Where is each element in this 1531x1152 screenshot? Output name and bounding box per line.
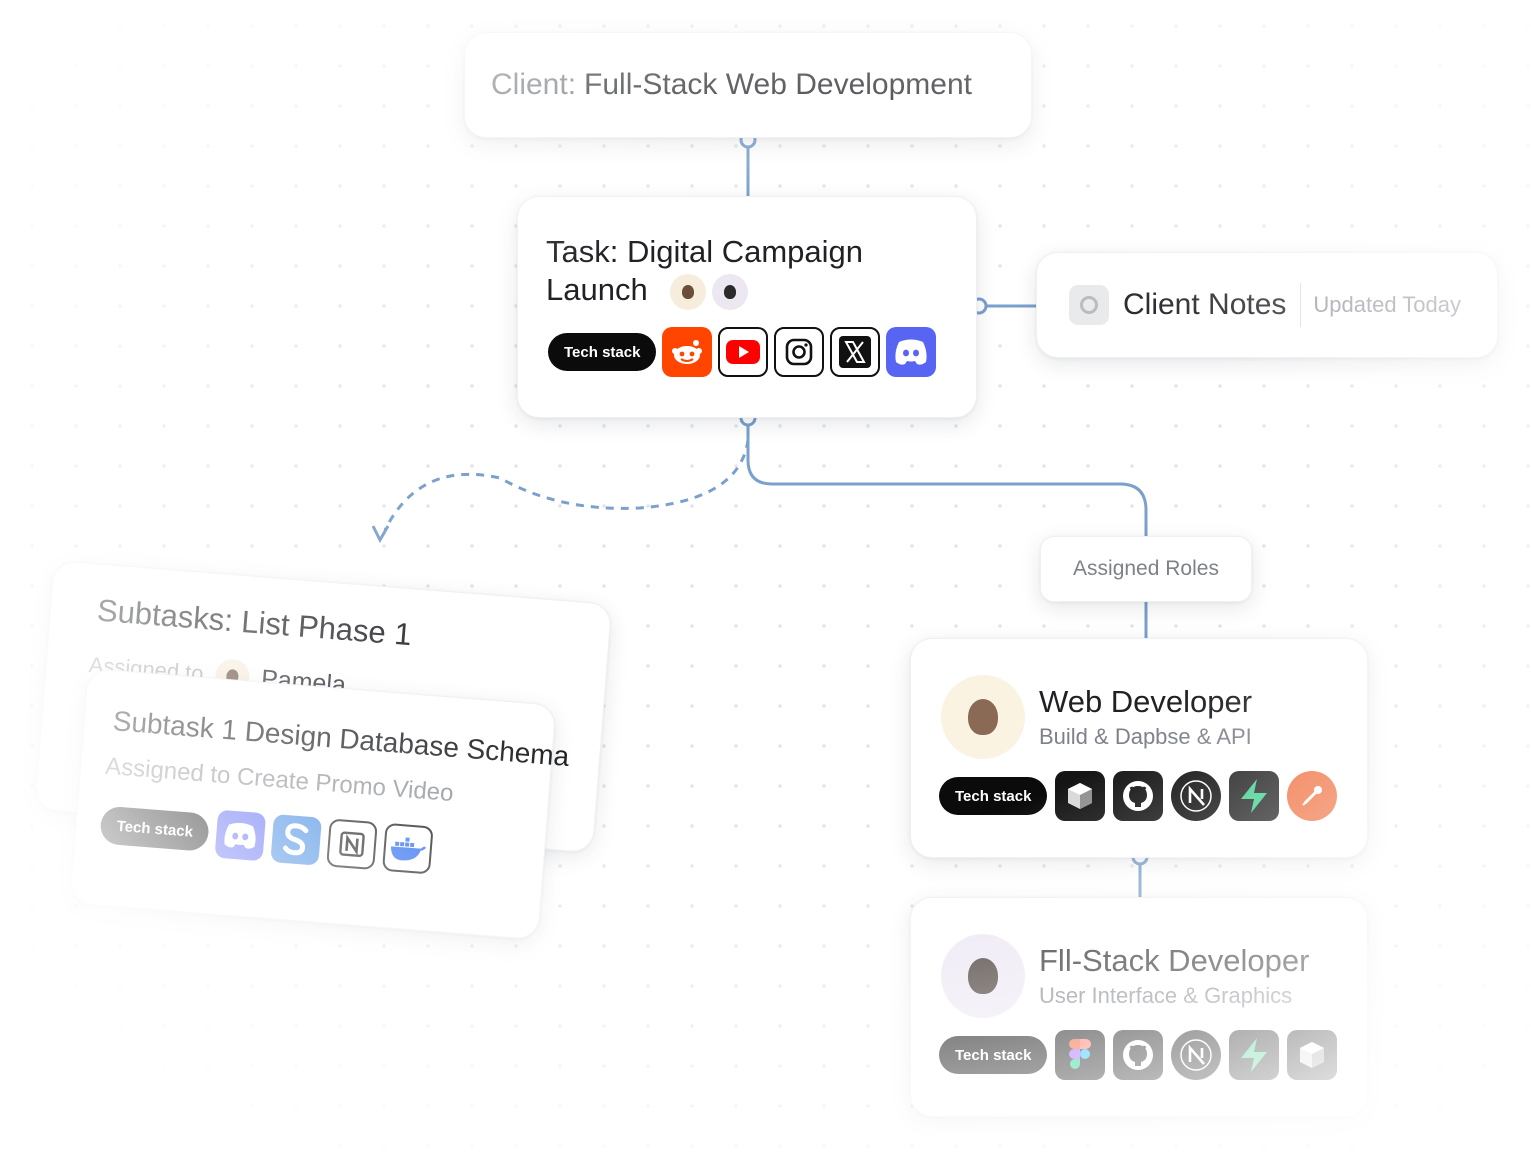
postman-icon[interactable] bbox=[1287, 771, 1338, 821]
divider bbox=[1300, 283, 1302, 327]
subtask-tech-stack: Tech stack bbox=[99, 801, 435, 875]
client-name: Full-Stack Web Development bbox=[584, 68, 972, 101]
tech-stack-badge[interactable]: Tech stack bbox=[939, 777, 1048, 815]
avatar[interactable] bbox=[670, 273, 707, 310]
avatar[interactable] bbox=[941, 934, 1025, 1018]
role-name: Web Developer bbox=[1039, 684, 1253, 719]
task-assignees bbox=[670, 273, 749, 310]
assigned-roles-card[interactable]: Assigned Roles bbox=[1040, 536, 1252, 602]
task-title-block: Task: Digital Campaign Launch bbox=[546, 233, 886, 310]
tech-stack-badge[interactable]: Tech stack bbox=[548, 333, 657, 371]
figma-icon[interactable] bbox=[1055, 1030, 1106, 1080]
dashed-arrowhead bbox=[371, 525, 390, 544]
assigned-roles-label: Assigned Roles bbox=[1073, 557, 1219, 580]
supabase-icon[interactable] bbox=[1229, 1030, 1280, 1080]
github-icon[interactable] bbox=[1113, 771, 1164, 821]
updated-status: Updated Today bbox=[1313, 292, 1462, 317]
nextjs-icon[interactable] bbox=[1171, 771, 1222, 821]
full-dev-tech-stack: Tech stack bbox=[939, 1030, 1338, 1080]
cube-icon[interactable] bbox=[1055, 771, 1106, 821]
role-subtitle: Build & Dapbse & API bbox=[1039, 724, 1252, 749]
discord-icon[interactable] bbox=[886, 327, 937, 377]
stackbit-icon[interactable] bbox=[270, 814, 323, 866]
subtask-assignment: Assigned to Create Promo Video bbox=[104, 752, 455, 808]
task-roles-connector bbox=[746, 426, 1148, 536]
x-icon[interactable] bbox=[830, 327, 881, 377]
youtube-icon[interactable] bbox=[718, 327, 769, 377]
client-label: Client: bbox=[491, 68, 577, 101]
client-notes-card[interactable]: Client Notes Updated Today bbox=[1036, 252, 1498, 358]
avatar[interactable] bbox=[941, 675, 1025, 759]
github-icon[interactable] bbox=[1113, 1030, 1164, 1080]
web-developer-card[interactable]: Web Developer Build & Dapbse & API Tech … bbox=[910, 638, 1368, 858]
avatar[interactable] bbox=[712, 273, 749, 310]
instagram-icon[interactable] bbox=[774, 327, 825, 377]
full-stack-developer-card[interactable]: Fll-Stack Developer User Interface & Gra… bbox=[910, 897, 1368, 1117]
supabase-icon[interactable] bbox=[1229, 771, 1280, 821]
cube-icon[interactable] bbox=[1287, 1030, 1338, 1080]
client-notes-title: Client Notes bbox=[1123, 288, 1287, 321]
subtask-1-card[interactable]: Subtask 1 Design Database Schema Assigne… bbox=[69, 668, 570, 941]
reddit-icon[interactable] bbox=[662, 327, 713, 377]
tech-stack-badge[interactable]: Tech stack bbox=[99, 805, 211, 852]
subtasks-title: Subtasks: List Phase 1 bbox=[95, 592, 413, 653]
role-subtitle: User Interface & Graphics bbox=[1039, 983, 1293, 1008]
note-icon bbox=[1069, 285, 1109, 325]
web-dev-tech-stack: Tech stack bbox=[939, 771, 1338, 821]
role-name: Fll-Stack Developer bbox=[1039, 943, 1310, 978]
task-subtask-dashed-connector bbox=[383, 439, 750, 531]
notion-icon[interactable] bbox=[326, 818, 379, 871]
client-card[interactable]: Client: Full-Stack Web Development bbox=[464, 32, 1032, 138]
tech-stack-badge[interactable]: Tech stack bbox=[939, 1036, 1048, 1074]
role-header: Fll-Stack Developer User Interface & Gra… bbox=[941, 934, 1309, 1018]
task-card[interactable]: Task: Digital Campaign Launch Tech stack bbox=[517, 196, 977, 418]
docker-icon[interactable] bbox=[382, 822, 435, 875]
task-tech-stack: Tech stack bbox=[548, 327, 937, 377]
role-header: Web Developer Build & Dapbse & API bbox=[941, 675, 1252, 759]
discord-icon[interactable] bbox=[214, 809, 267, 862]
nextjs-icon[interactable] bbox=[1171, 1030, 1222, 1080]
